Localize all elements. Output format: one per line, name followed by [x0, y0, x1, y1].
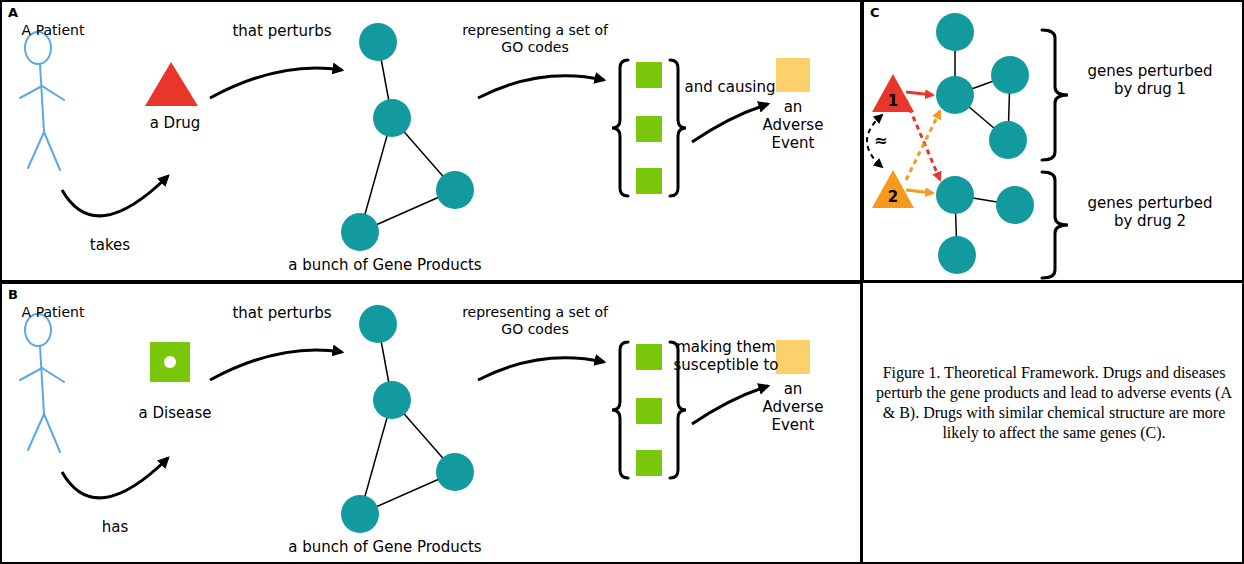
annotation: an Adverse Event	[760, 380, 826, 434]
disease-square	[150, 342, 190, 382]
triangle-fill	[872, 170, 914, 208]
annotation: representing a set of GO codes	[452, 304, 618, 338]
gene-product	[936, 13, 974, 51]
annotation: a Drug	[135, 114, 215, 132]
go-code	[636, 168, 662, 194]
panel-frame: B	[0, 282, 862, 564]
perturbs-arrow	[210, 350, 342, 380]
disease-dot	[164, 356, 176, 368]
causes-arrow	[692, 386, 768, 424]
annotation: making them susceptible to	[668, 338, 784, 374]
causes-arrow	[692, 104, 768, 142]
annotation: takes	[80, 236, 140, 254]
takes-arrow	[62, 458, 168, 498]
drug-triangle: 2	[872, 170, 914, 208]
annotation: and causing	[680, 78, 780, 96]
drug2-dashed-arrow	[906, 111, 940, 180]
drug-number: 2	[888, 190, 898, 208]
gene-product	[996, 186, 1034, 224]
gene-product	[991, 56, 1029, 94]
go-code	[636, 116, 662, 142]
perturbs-arrow	[210, 68, 342, 98]
drug-number: 1	[888, 94, 898, 112]
annotation: representing a set of GO codes	[452, 22, 618, 56]
gene-product	[436, 453, 474, 491]
triangle-fill	[872, 74, 914, 112]
panel-letter: A	[8, 5, 18, 20]
brace	[1042, 172, 1068, 278]
drug1-dashed-arrow	[906, 100, 940, 180]
figure-caption: Figure 1. Theoretical Framework. Drugs a…	[876, 363, 1232, 443]
go-code	[636, 398, 662, 424]
gene-product	[989, 121, 1027, 159]
annotation: a Disease	[130, 404, 220, 422]
annotation: genes perturbed by drug 1	[1080, 62, 1220, 98]
gene-product	[373, 381, 411, 419]
caption-panel	[862, 282, 1243, 563]
gene-product	[341, 495, 379, 533]
gene-product	[936, 76, 974, 114]
patient-figure	[20, 64, 64, 170]
gene-product	[938, 236, 976, 274]
drug2-arrow	[906, 190, 933, 193]
adverse-event	[776, 58, 810, 92]
takes-arrow	[62, 176, 168, 216]
brace	[670, 60, 686, 196]
gene-product	[436, 171, 474, 209]
drug1-arrow	[906, 92, 933, 95]
annotation: A Patient	[8, 22, 98, 39]
annotation: that perturbs	[232, 304, 332, 322]
gene-product	[373, 99, 411, 137]
panel-letter: C	[870, 5, 880, 20]
drug-triangle: 1	[872, 74, 914, 112]
annotation: a bunch of Gene Products	[270, 538, 500, 556]
gene-product	[936, 176, 974, 214]
adverse-event	[776, 340, 810, 374]
annotation: that perturbs	[232, 22, 332, 40]
represents-arrow	[478, 76, 604, 98]
patient-figure	[20, 346, 64, 452]
gene-product	[359, 23, 397, 61]
go-code	[636, 344, 662, 370]
annotation: A Patient	[8, 304, 98, 321]
go-code	[636, 450, 662, 476]
brace	[1042, 30, 1068, 160]
annotation: a bunch of Gene Products	[270, 256, 500, 274]
brace	[612, 60, 628, 196]
annotation: genes perturbed by drug 2	[1080, 194, 1220, 230]
panel-frame: C 1 2	[862, 0, 1244, 282]
annotation: has	[85, 518, 145, 536]
go-code	[636, 62, 662, 88]
gene-product	[341, 213, 379, 251]
gene-product	[359, 305, 397, 343]
annotation: an Adverse Event	[760, 98, 826, 152]
drug-triangle	[145, 62, 198, 106]
similarity-label: ≈	[873, 133, 888, 149]
represents-arrow	[478, 358, 604, 380]
brace	[612, 342, 628, 478]
panel-letter: B	[8, 287, 18, 302]
